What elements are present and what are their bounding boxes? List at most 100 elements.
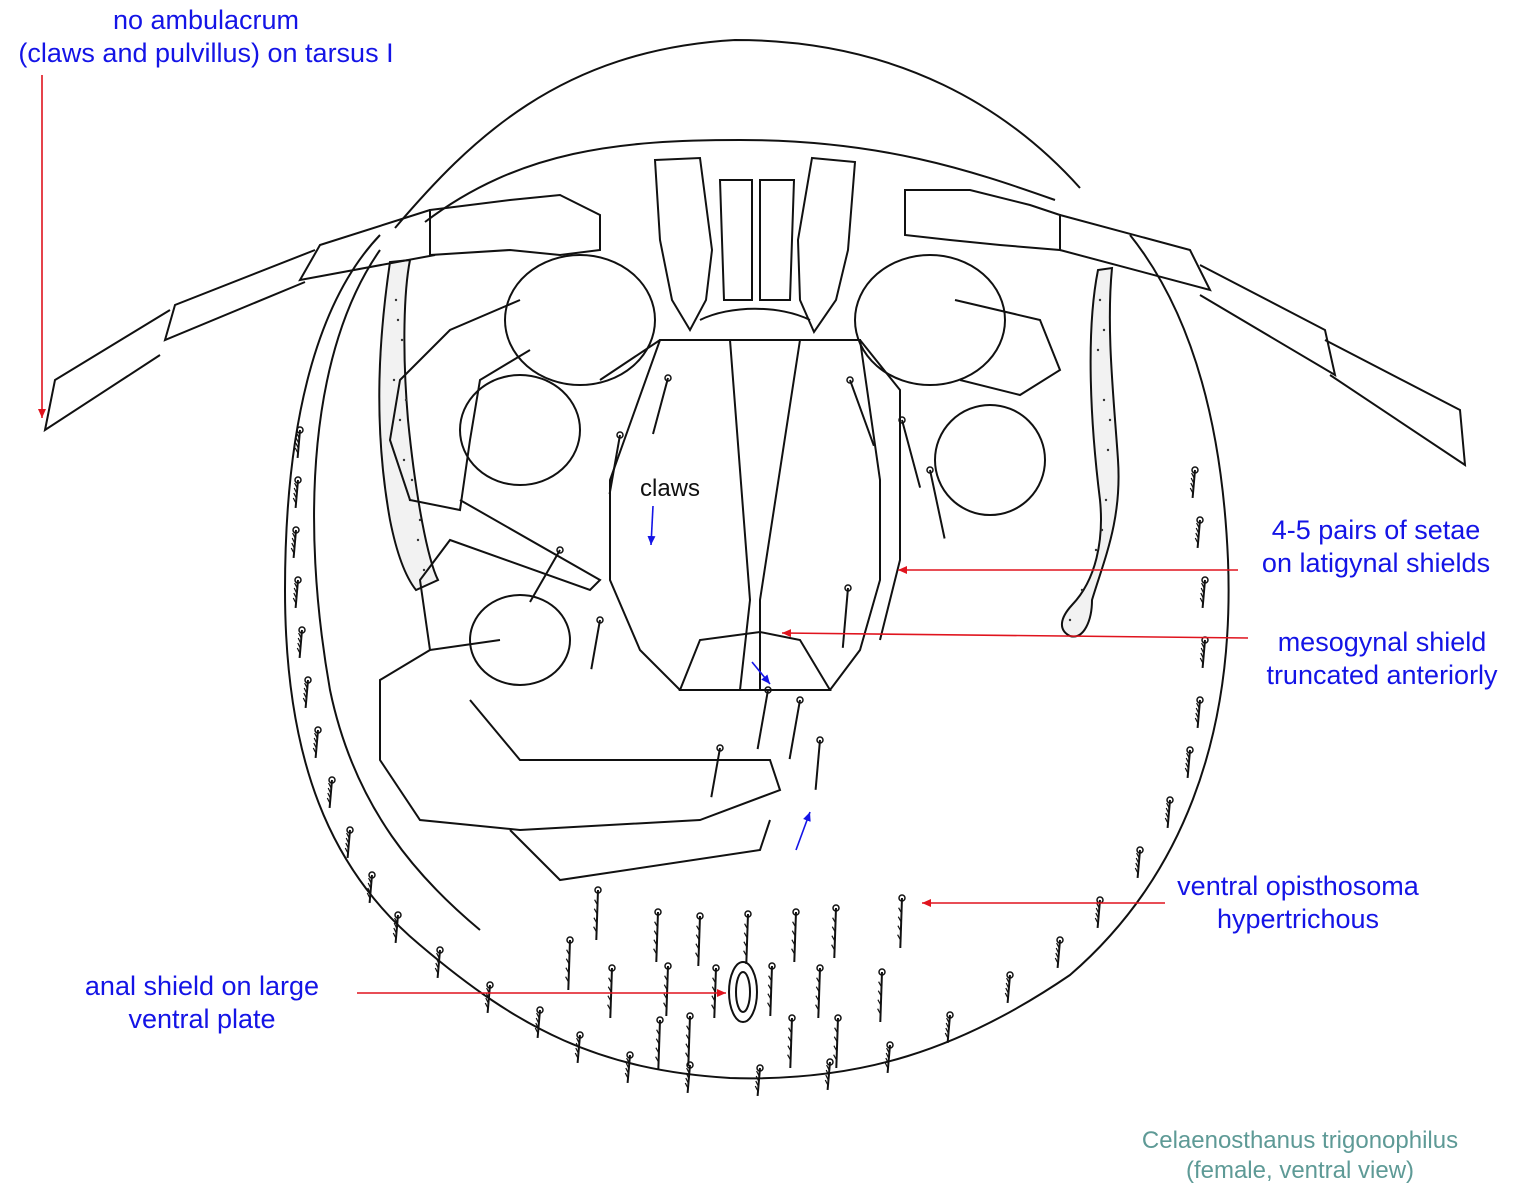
seta-barb — [593, 926, 598, 933]
anus — [728, 961, 758, 1023]
body-outline — [283, 234, 1230, 1080]
latigynal-shield-left — [609, 339, 752, 691]
seta-base — [436, 946, 444, 954]
seta-base — [1196, 516, 1204, 524]
seta-barb — [664, 975, 669, 982]
seta — [576, 1034, 581, 1063]
seta-base — [844, 584, 852, 592]
seta-barb — [787, 1045, 792, 1052]
seta-base — [304, 676, 312, 684]
seta — [590, 619, 601, 670]
seta-barb — [743, 932, 748, 939]
seta-barb — [897, 925, 902, 932]
seta-barb — [1185, 757, 1190, 764]
seta-barb — [345, 842, 349, 849]
seta-base — [788, 1014, 796, 1022]
seta — [686, 1064, 691, 1093]
seta — [879, 971, 883, 1023]
seta-barb — [485, 992, 490, 999]
seta-barb — [1134, 867, 1139, 874]
seta-barb — [366, 892, 371, 899]
seta-barb — [1196, 522, 1200, 529]
seta-barb — [653, 948, 658, 955]
seta-barb — [1189, 487, 1194, 494]
seta-barb — [625, 1062, 630, 1069]
seta-barb — [536, 1012, 540, 1019]
seta-barb — [833, 1054, 838, 1061]
leader-lines — [38, 75, 1249, 997]
seta-barb — [711, 1004, 716, 1011]
seta-barb — [367, 887, 371, 894]
seta — [536, 1009, 541, 1038]
seta-barb — [767, 1002, 772, 1009]
seta — [294, 479, 299, 508]
seta-barb — [1191, 472, 1195, 479]
seta — [346, 829, 351, 858]
seta-barb — [1054, 957, 1059, 964]
species-caption: Celaenosthanus trigonophilus (female, ve… — [1100, 1126, 1500, 1186]
seta-barb — [1199, 597, 1204, 604]
seta-barb — [575, 1047, 579, 1054]
seta-base — [654, 908, 662, 916]
seta-barb — [625, 1067, 629, 1074]
seta-barb — [655, 1047, 660, 1054]
label-opisthosoma: ventral opisthosoma hypertrichous — [1148, 870, 1448, 936]
seta — [595, 889, 599, 941]
seta-barb — [1200, 647, 1205, 654]
seta-barb — [296, 647, 301, 654]
seta-base — [696, 912, 704, 920]
seta-barb — [313, 737, 318, 744]
seta-barb — [484, 1002, 489, 1009]
seta-barb — [1005, 987, 1009, 994]
seta-base — [1006, 971, 1014, 979]
species-name: Celaenosthanus trigonophilus — [1141, 1127, 1459, 1154]
seta-barb — [607, 986, 612, 993]
seta — [814, 739, 821, 790]
seta — [788, 699, 801, 760]
seta-base — [368, 871, 376, 879]
leader-mesogynal — [781, 629, 1249, 639]
seta-base — [716, 744, 724, 752]
seta-barb — [695, 943, 700, 950]
seta — [710, 747, 721, 798]
seta-barb — [877, 999, 882, 1006]
seta-base — [296, 426, 304, 434]
seta — [1201, 579, 1206, 608]
seta — [296, 429, 301, 458]
claw-arrow-2 — [751, 661, 771, 685]
coxa-ii-left — [504, 254, 656, 386]
seta-barb — [534, 1027, 539, 1034]
seta-barb — [1005, 982, 1010, 989]
seta-barb — [831, 935, 836, 942]
seta — [1166, 799, 1171, 828]
seta-barb — [815, 1004, 820, 1011]
seta-barb — [327, 792, 331, 799]
seta-barb — [297, 637, 302, 644]
seta-base — [556, 546, 564, 554]
leg-iv-left-folded — [379, 649, 782, 832]
seta-barb — [686, 1025, 691, 1032]
seta-barb — [787, 1036, 792, 1043]
seta-barb — [436, 952, 440, 959]
seta-barb — [292, 497, 297, 504]
seta-barb — [792, 921, 797, 928]
seta-barb — [574, 1052, 579, 1059]
seta-barb — [685, 1077, 689, 1084]
leg-i-right-tibia — [1199, 264, 1337, 378]
seta-barb — [831, 926, 836, 933]
right-palp — [796, 156, 857, 335]
seta-barb — [608, 977, 613, 984]
seta-barb — [344, 847, 349, 854]
seta-barb — [435, 957, 440, 964]
seta-barb — [393, 922, 398, 929]
seta-barb — [593, 917, 598, 924]
seta-base — [898, 416, 906, 424]
seta — [1196, 519, 1201, 548]
seta-barb — [877, 1008, 882, 1015]
seta-barb — [833, 1036, 838, 1043]
seta-barb — [1055, 947, 1060, 954]
seta — [1196, 699, 1201, 728]
leg-i-left-tibia — [163, 249, 316, 342]
seta-barb — [825, 1074, 829, 1081]
